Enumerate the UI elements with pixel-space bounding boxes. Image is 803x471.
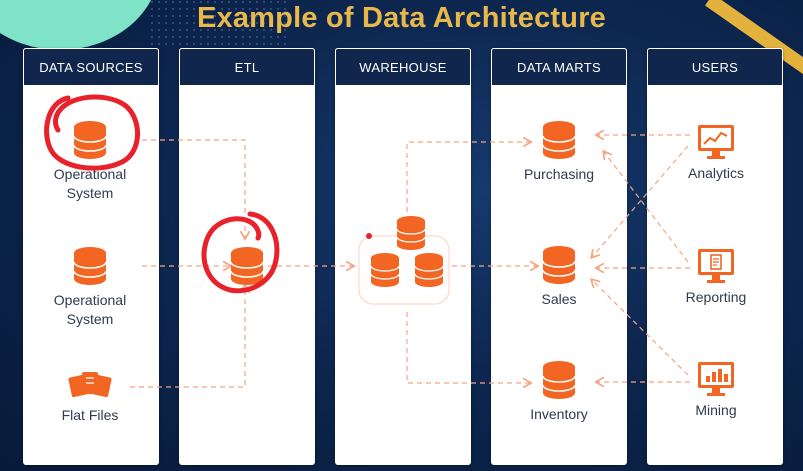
user-label: Analytics xyxy=(687,165,745,181)
column-warehouse: WAREHOUSE xyxy=(335,48,471,465)
files-icon xyxy=(68,372,112,398)
monitor-chart-icon xyxy=(698,125,734,159)
mart-sales: Sales xyxy=(504,244,614,309)
decorative-dots xyxy=(150,0,290,46)
warehouse-cluster xyxy=(348,212,458,307)
source-operational-system-1: Operational System xyxy=(35,119,145,203)
database-icon xyxy=(542,121,576,159)
database-icon xyxy=(230,247,264,285)
user-reporting: Reporting xyxy=(661,248,771,307)
source-label: Operational System xyxy=(53,292,127,327)
source-flat-files: Flat Files xyxy=(35,368,145,425)
mart-purchasing: Purchasing xyxy=(504,119,614,184)
mart-label: Inventory xyxy=(530,406,588,422)
page-title: Example of Data Architecture xyxy=(196,2,607,34)
etl-database xyxy=(192,245,302,287)
user-mining: Mining xyxy=(661,361,771,420)
database-icon xyxy=(73,121,107,159)
column-header-etl: ETL xyxy=(179,48,315,86)
database-cluster-icon xyxy=(358,216,450,305)
source-operational-system-2: Operational System xyxy=(35,245,145,329)
user-label: Mining xyxy=(695,402,737,418)
monitor-bar-icon xyxy=(698,362,734,396)
database-icon xyxy=(542,361,576,399)
column-header-data-marts: DATA MARTS xyxy=(491,48,627,86)
database-icon xyxy=(542,246,576,284)
monitor-report-icon xyxy=(698,249,734,283)
source-label: Operational System xyxy=(53,166,127,201)
column-header-data-sources: DATA SOURCES xyxy=(23,48,159,86)
source-label: Flat Files xyxy=(61,407,119,423)
mart-inventory: Inventory xyxy=(504,359,614,424)
user-label: Reporting xyxy=(685,289,747,305)
mart-label: Purchasing xyxy=(523,166,595,182)
column-header-warehouse: WAREHOUSE xyxy=(335,48,471,86)
database-icon xyxy=(73,247,107,285)
column-header-users: USERS xyxy=(647,48,783,86)
user-analytics: Analytics xyxy=(661,124,771,183)
mart-label: Sales xyxy=(541,291,577,307)
